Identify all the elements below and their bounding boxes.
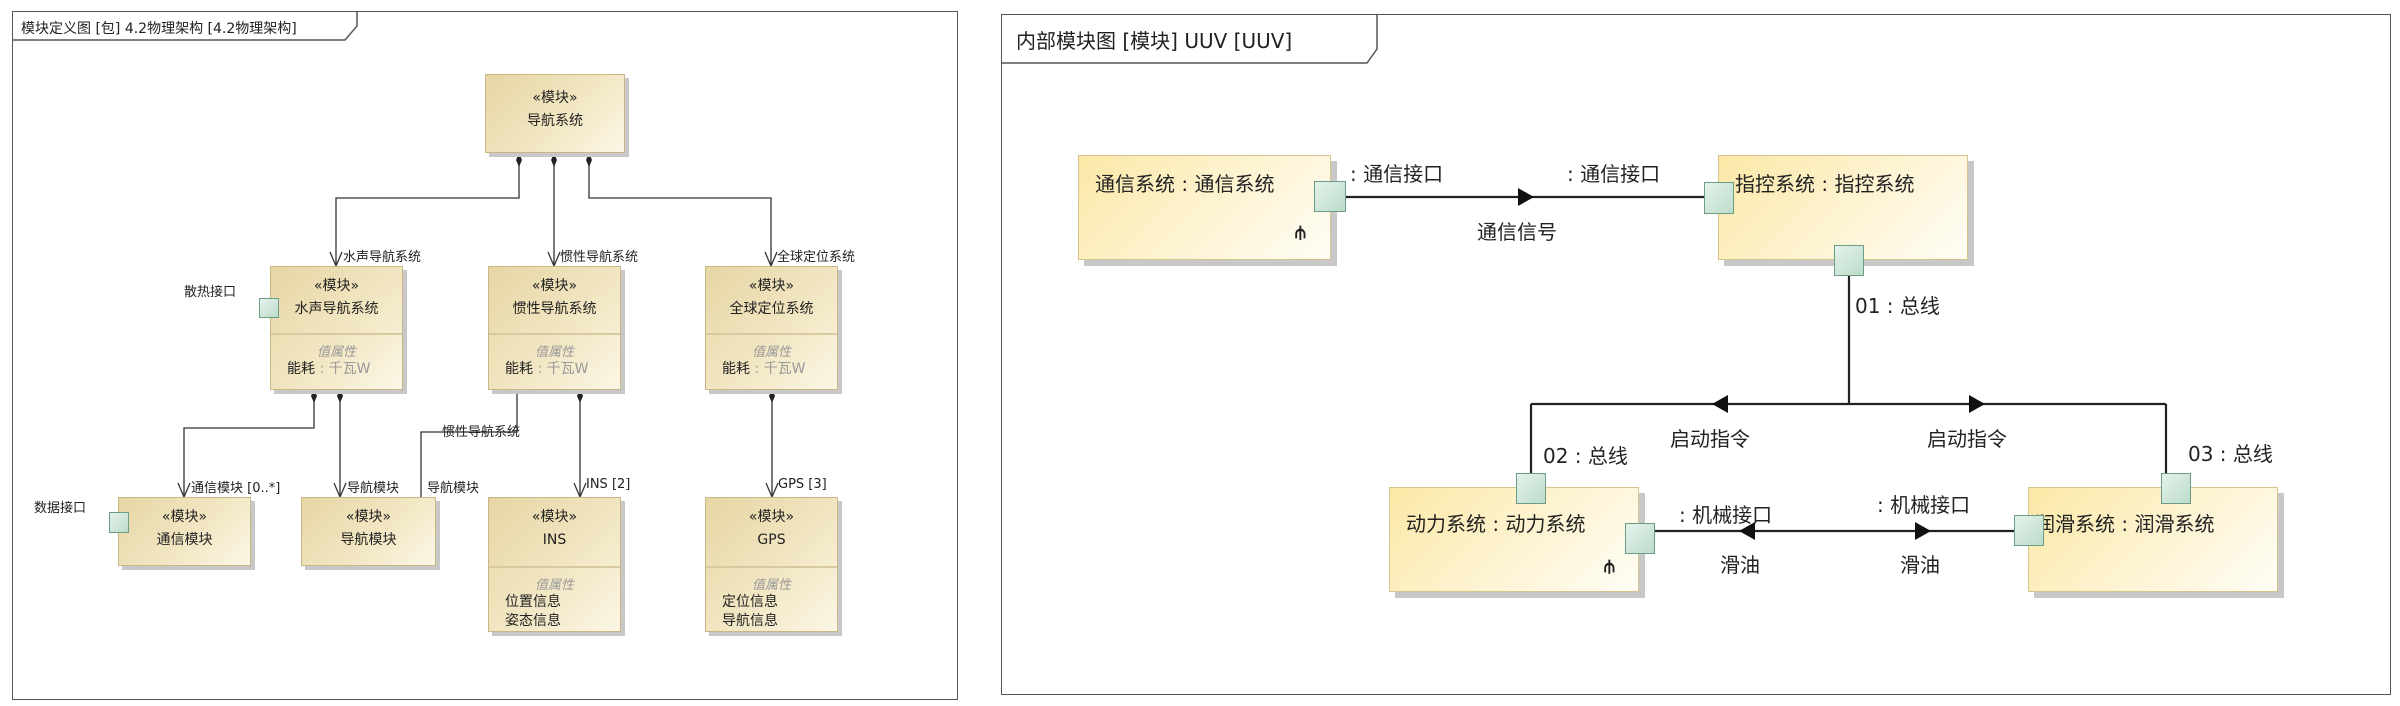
block-stereotype: «模块» xyxy=(531,278,578,294)
compartment-title: 值属性 xyxy=(751,578,791,593)
value-property: 导航信息 xyxy=(722,613,778,629)
block-stereotype: «模块» xyxy=(345,509,392,525)
value-property: 位置信息 xyxy=(505,594,561,610)
block-name: 导航模块 xyxy=(340,532,397,548)
part-name: 指控系统 : 指控系统 xyxy=(1735,172,1915,196)
edge-acoustic xyxy=(335,160,520,264)
block-stereotype: «模块» xyxy=(532,90,578,106)
composition-diamond xyxy=(311,389,317,403)
block-name: 导航系统 xyxy=(527,113,583,129)
role-label: 导航模块 xyxy=(347,481,400,496)
port-command-in[interactable] xyxy=(1704,182,1734,214)
block-ins[interactable]: «模块» INS 值属性 位置信息 姿态信息 xyxy=(488,497,621,632)
bdd-title: 模块定义图 [包] 4.2物理架构 [4.2物理架构] xyxy=(21,21,297,37)
part-power-system[interactable]: 动力系统 : 动力系统 ⫛ xyxy=(1389,487,1639,592)
port-label: : 机械接口 xyxy=(1679,503,1773,527)
value-property: 能耗 : 千瓦W xyxy=(287,361,371,377)
block-stereotype: «模块» xyxy=(748,278,795,294)
part-name: 通信系统 : 通信系统 xyxy=(1095,172,1275,196)
role-label: 全球定位系统 xyxy=(777,250,856,265)
port-label-heat: 散热接口 xyxy=(184,285,237,300)
block-inertial-nav[interactable]: «模块» 惯性导航系统 值属性 能耗 : 千瓦W xyxy=(488,266,621,390)
flow-arrow-start-left xyxy=(1712,395,1728,413)
part-command-system[interactable]: 指控系统 : 指控系统 xyxy=(1718,155,1968,260)
fork-icon: ⫛ xyxy=(1604,556,1615,577)
compartment-title: 值属性 xyxy=(751,345,791,360)
block-name: 水声导航系统 xyxy=(294,301,379,317)
fork-icon: ⫛ xyxy=(1295,222,1306,243)
connector-label: 02 : 总线 xyxy=(1543,444,1628,468)
port-label: : 通信接口 xyxy=(1567,162,1661,186)
block-gnss[interactable]: «模块» 全球定位系统 值属性 能耗 : 千瓦W xyxy=(705,266,838,390)
block-acoustic-nav[interactable]: «模块» 水声导航系统 值属性 能耗 : 千瓦W xyxy=(270,266,403,390)
port-lube-mech[interactable] xyxy=(2014,515,2044,546)
port-label-data: 数据接口 xyxy=(34,501,87,516)
bdd-title-tab xyxy=(13,12,358,41)
composition-diamond xyxy=(577,389,583,403)
block-name: INS xyxy=(542,532,567,548)
role-label: 通信模块 [0..*] xyxy=(191,481,281,496)
ibd-title: 内部模块图 [模块] UUV [UUV] xyxy=(1016,29,1293,53)
composition-diamond xyxy=(337,389,343,403)
block-stereotype: «模块» xyxy=(531,509,578,525)
flow-arrow-oil-left xyxy=(1739,522,1755,540)
connector-bus xyxy=(1529,276,2168,473)
value-property: 能耗 : 千瓦W xyxy=(505,361,589,377)
block-stereotype: «模块» xyxy=(313,278,360,294)
port-lube-bus[interactable] xyxy=(2161,473,2191,504)
ibd-title-tab xyxy=(1002,15,1378,64)
part-name: 润滑系统 : 润滑系统 xyxy=(2035,512,2215,536)
port-command-bus[interactable] xyxy=(1834,245,1864,276)
composition-diamond xyxy=(769,389,775,403)
role-label: 惯性导航系统 xyxy=(442,425,521,440)
block-stereotype: «模块» xyxy=(748,509,795,525)
port-power-bus[interactable] xyxy=(1516,473,1546,504)
value-property: 姿态信息 xyxy=(505,613,561,629)
port-heat[interactable] xyxy=(259,298,279,318)
block-name: 全球定位系统 xyxy=(729,301,814,317)
flow-arrow-start-right xyxy=(1969,395,1985,413)
value-property: 定位信息 xyxy=(722,594,778,610)
role-label: INS [2] xyxy=(586,477,631,492)
edge-comm-module xyxy=(183,396,315,495)
flow-label: 滑油 xyxy=(1720,553,1760,577)
composition-diamond xyxy=(516,153,522,167)
block-nav-system[interactable]: «模块» 导航系统 xyxy=(485,74,625,153)
flow-label: 启动指令 xyxy=(1670,427,1750,451)
block-nav-module[interactable]: «模块» 导航模块 xyxy=(301,497,436,566)
port-label: : 机械接口 xyxy=(1877,493,1971,517)
port-comm-out[interactable] xyxy=(1314,181,1346,212)
connector-label: 01 : 总线 xyxy=(1855,294,1940,318)
block-name: 通信模块 xyxy=(156,532,213,548)
composition-diamond xyxy=(551,153,557,167)
role-label: 导航模块 xyxy=(427,481,480,496)
flow-label: 启动指令 xyxy=(1927,427,2007,451)
port-power-mech[interactable] xyxy=(1625,523,1655,554)
block-name: GPS xyxy=(757,532,786,548)
compartment-title: 值属性 xyxy=(534,578,574,593)
role-label: GPS [3] xyxy=(778,477,827,492)
part-name: 动力系统 : 动力系统 xyxy=(1406,512,1586,536)
composition-diamond xyxy=(586,153,592,167)
role-label: 水声导航系统 xyxy=(343,250,422,265)
flow-label: 滑油 xyxy=(1900,553,1940,577)
value-property: 能耗 : 千瓦W xyxy=(722,361,806,377)
connector-label: 03 : 总线 xyxy=(2188,442,2273,466)
flow-arrow-comm xyxy=(1518,188,1534,206)
compartment-title: 值属性 xyxy=(534,345,574,360)
compartment-title: 值属性 xyxy=(316,345,356,360)
edge-gnss xyxy=(588,160,772,264)
block-comm-module[interactable]: «模块» 通信模块 xyxy=(118,497,251,566)
port-label: : 通信接口 xyxy=(1350,162,1444,186)
flow-arrow-oil-right xyxy=(1915,522,1931,540)
block-stereotype: «模块» xyxy=(161,509,208,525)
block-name: 惯性导航系统 xyxy=(512,301,597,317)
part-comm-system[interactable]: 通信系统 : 通信系统 ⫛ xyxy=(1078,155,1331,260)
role-label: 惯性导航系统 xyxy=(560,250,639,265)
flow-label: 通信信号 xyxy=(1477,220,1557,244)
edge-nav-module-2 xyxy=(420,390,518,497)
block-gps[interactable]: «模块» GPS 值属性 定位信息 导航信息 xyxy=(705,497,838,632)
part-lube-system[interactable]: 润滑系统 : 润滑系统 xyxy=(2028,487,2278,592)
port-data[interactable] xyxy=(109,512,129,533)
